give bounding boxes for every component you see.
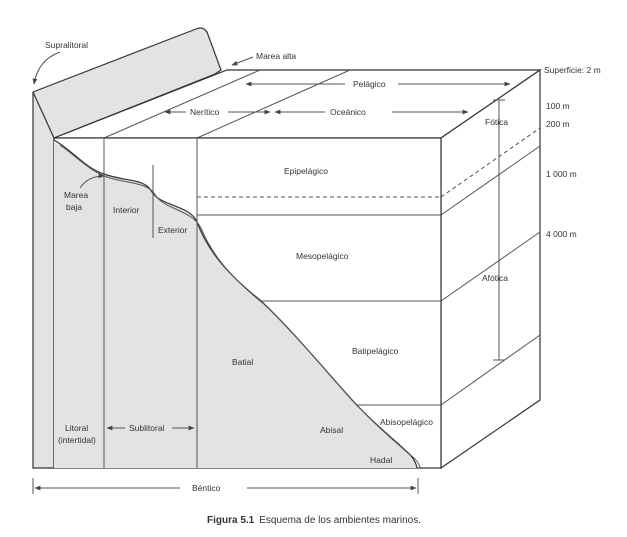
depth-scale (493, 99, 505, 361)
supralitoral-pointer (32, 51, 61, 85)
label-marea-alta: Marea alta (256, 51, 296, 61)
label-supralitoral: Supralitoral (45, 40, 88, 50)
label-marea-baja-1: Marea (64, 190, 88, 200)
label-litoral-1: Litoral (65, 423, 88, 433)
label-4000m: 4 000 m (546, 229, 577, 239)
label-abisopelagico: Abisopelágico (380, 417, 433, 427)
label-litoral-2: (intertidal) (58, 435, 96, 445)
marea-alta-pointer (231, 56, 254, 66)
label-hadal: Hadal (370, 455, 392, 465)
caption-text: Esquema de los ambientes marinos. (259, 515, 421, 526)
label-epipelagico: Epipelágico (284, 166, 328, 176)
label-marea-baja-2: baja (66, 202, 82, 212)
label-pelagico: Pelágico (353, 79, 386, 89)
label-abisal: Abisal (320, 425, 343, 435)
block-right-face (440, 68, 541, 470)
benthic-arrow (32, 478, 419, 494)
marea-baja-pointer (79, 173, 105, 189)
label-100m: 100 m (546, 101, 570, 111)
benthic-dividers (103, 138, 198, 468)
label-neritico: Nerítico (190, 107, 220, 117)
label-afotica: Afótica (482, 273, 508, 283)
label-batial: Batial (232, 357, 253, 367)
caption-figure-label: Figura 5.1 (207, 515, 255, 526)
label-exterior: Exterior (158, 225, 187, 235)
label-mesopelagico: Mesopelágico (296, 251, 349, 261)
label-sublitoral: Sublitoral (129, 423, 165, 433)
label-superficie: Superficie: 2 m (544, 65, 601, 75)
label-bentico: Béntico (192, 483, 221, 493)
seafloor-profile (53, 139, 421, 469)
label-interior: Interior (113, 205, 140, 215)
label-1000m: 1 000 m (546, 169, 577, 179)
label-batipelagico: Batipelágico (352, 346, 399, 356)
label-oceanico: Oceánico (330, 107, 366, 117)
label-fotica: Fótica (485, 117, 508, 127)
figure-caption: Figura 5.1 Esquema de los ambientes marin… (207, 515, 421, 526)
label-200m: 200 m (546, 119, 570, 129)
